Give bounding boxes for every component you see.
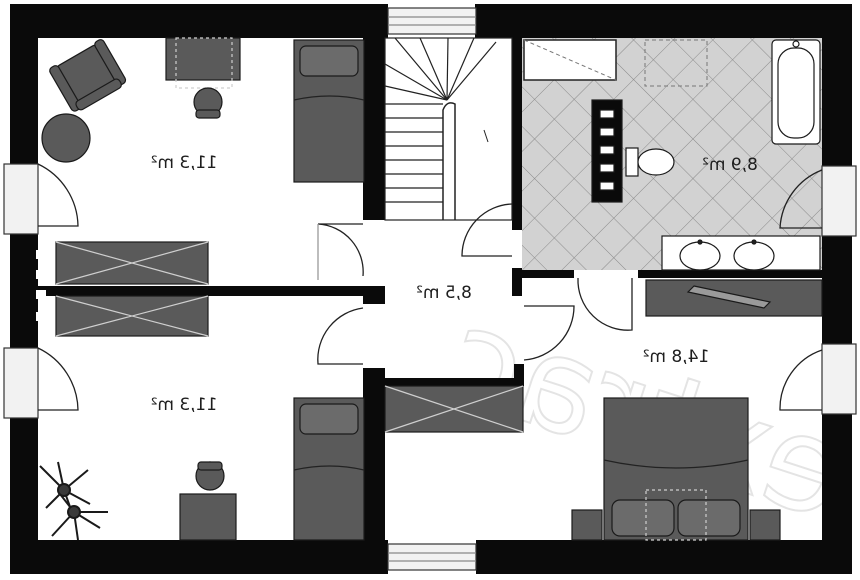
wall-bath-left-short — [512, 268, 522, 296]
wardrobes — [55, 241, 524, 433]
wall-stair-left-upper — [363, 4, 385, 220]
wall-top-right — [476, 4, 852, 38]
door-bathroom — [461, 203, 513, 257]
wall-bottom-right — [476, 540, 852, 574]
window-left-bottom — [3, 347, 39, 419]
windows — [3, 7, 857, 571]
desk-bottom — [179, 493, 237, 541]
nightstand-right — [749, 509, 781, 541]
wall-hall-left-stub — [363, 286, 385, 304]
bedroom-bottom-left-furniture — [39, 397, 365, 541]
wall-bath-left — [512, 38, 522, 230]
area-label-hallway: 8,5 m² — [416, 283, 472, 303]
area-labels: 11,3 m² 11,3 m² 8,5 m² 8,9 m² 14,8 m² — [151, 153, 758, 415]
desk-top — [165, 37, 241, 81]
armchair — [49, 39, 127, 112]
window-left-top — [3, 163, 39, 235]
door-dressing — [577, 277, 633, 331]
door-bedroom-top — [317, 223, 364, 277]
bathroom-fixtures — [591, 39, 821, 271]
wall-left-top — [10, 4, 38, 164]
wall-bath-bottom — [522, 270, 574, 278]
master-bedroom-furniture — [571, 279, 823, 541]
bathroom-rug-dashed — [644, 39, 708, 87]
bathtub — [771, 39, 821, 145]
area-label-bedroom-top-left: 11,3 m² — [151, 153, 218, 173]
wall-stair-left-lower — [363, 368, 385, 574]
double-sink — [661, 235, 821, 271]
doors — [317, 203, 633, 365]
window-right-top — [821, 165, 857, 237]
nightstand-left — [571, 509, 603, 541]
wall-hall-bottom — [385, 378, 523, 386]
wall-bottom-left — [10, 540, 388, 574]
wall-top-left — [10, 4, 388, 38]
window-top-stair — [387, 7, 477, 35]
wall-left-mid — [10, 234, 38, 348]
wall-right-bottom — [822, 414, 852, 574]
area-label-bathroom: 8,9 m² — [702, 155, 758, 175]
potted-plant — [39, 461, 108, 541]
walls — [10, 4, 852, 574]
area-label-bedroom-bottom-left: 11,3 m² — [151, 395, 218, 415]
wall-left-bottom — [10, 418, 38, 574]
wall-stair-right — [475, 4, 500, 38]
door-bedroom-bottom — [317, 307, 364, 365]
staircase — [384, 37, 513, 221]
wall-right-top — [822, 4, 852, 166]
wall-bedrooms-divider — [38, 286, 385, 296]
window-right-bottom — [821, 343, 857, 415]
window-sashes — [37, 163, 823, 411]
area-label-master-bedroom: 14,8 m² — [643, 347, 710, 367]
wall-hall-right-stub — [514, 364, 524, 386]
toilet — [625, 147, 675, 177]
window-bottom-stair — [387, 543, 477, 571]
bedroom-top-left-furniture — [41, 37, 365, 183]
shower-dashed-line — [523, 39, 617, 81]
wall-right-mid — [822, 236, 852, 344]
wall-bath-bottom-right — [638, 270, 822, 278]
round-table — [41, 113, 91, 163]
door-master — [523, 305, 575, 361]
left-wall-shelves — [36, 250, 46, 321]
